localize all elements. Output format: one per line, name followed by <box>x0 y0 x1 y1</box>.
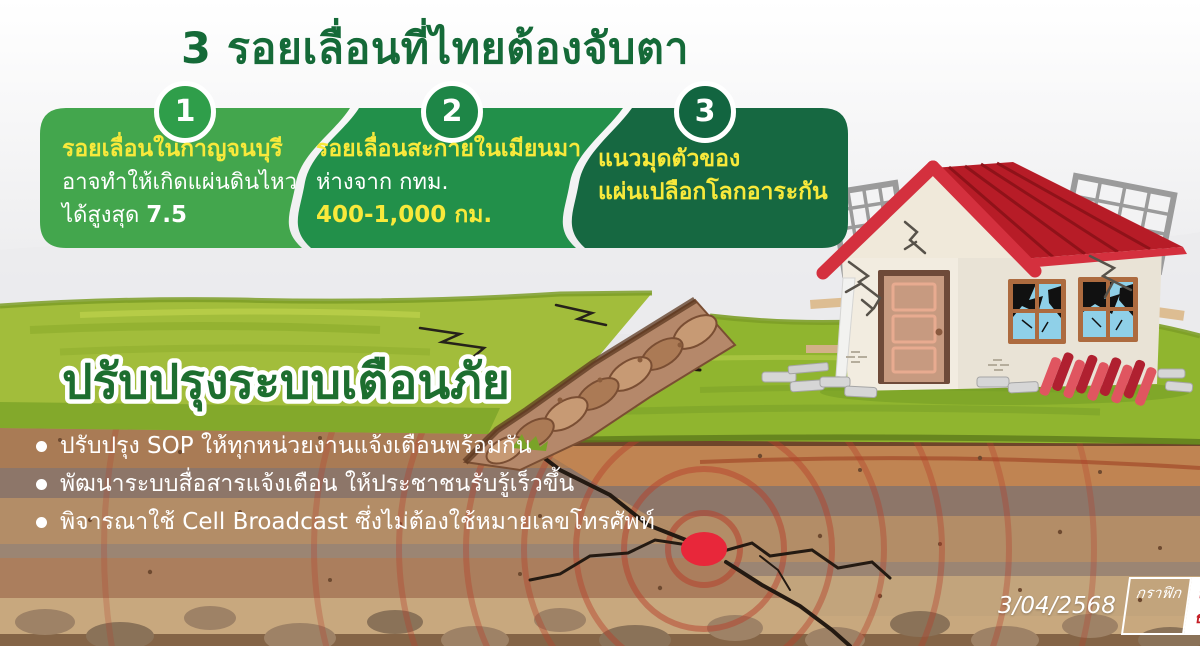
credit-label: กราฟิก <box>1120 577 1193 635</box>
card-1-body: อาจทำให้เกิดแผ่นดินไหว <box>62 170 298 195</box>
door-knob <box>935 328 943 336</box>
fault-scarp <box>462 297 737 472</box>
card-3-heading-2: แผ่นเปลือกโลกอาระกัน <box>598 179 828 205</box>
credit-footer: 3/04/2568 กราฟิก กรุงเทพธุรกิจ <box>998 577 1200 635</box>
card-1-number-badge: 1 <box>154 81 216 143</box>
publisher-logo: กราฟิก กรุงเทพธุรกิจ <box>1120 577 1200 635</box>
roof-gable-trim <box>816 160 1042 280</box>
bullet-dot <box>36 516 47 528</box>
bullet-3-text: พิจารณาใช้ Cell Broadcast ซึ่งไม่ต้องใช้… <box>60 509 655 535</box>
roof-right-slope <box>933 162 1183 259</box>
bullet-item-3: พิจารณาใช้ Cell Broadcast ซึ่งไม่ต้องใช้… <box>36 505 655 539</box>
roof-eave-trim <box>1020 247 1187 268</box>
bullet-item-1: ปรับปรุง SOP ให้ทุกหน่วยงานแจ้งเตือนพร้อ… <box>36 429 532 463</box>
grass-plateau <box>0 290 653 434</box>
damaged-house <box>761 160 1194 406</box>
epicenter-dot <box>681 532 727 566</box>
card-2-body: ห่างจาก กทม. <box>316 170 449 195</box>
page-title: 3 รอยเลื่อนที่ไทยต้องจับตา <box>180 24 690 74</box>
soil-layers <box>0 412 1200 646</box>
wall-brick-marks <box>846 351 1009 371</box>
card-1-magnitude: ได้สูงสุด 7.5 <box>62 202 187 228</box>
card-2-text: รอยเลื่อนสะกายในเมียนมา ห่างจาก กทม. 400… <box>316 133 582 232</box>
card-3-panel <box>571 108 848 248</box>
card-3-number-badge: 3 <box>674 81 736 143</box>
bullet-dot <box>36 478 47 490</box>
card-1-panel <box>40 108 350 248</box>
fence-rail <box>810 297 849 309</box>
surface-crack-left-2 <box>554 303 608 327</box>
rock-blobs <box>15 606 1200 646</box>
card-1-text: รอยเลื่อนในกาญจนบุรี อาจทำให้เกิดแผ่นดิน… <box>62 133 314 232</box>
card-1-heading: รอยเลื่อนในกาญจนบุรี <box>62 136 283 162</box>
card-3-text: แนวมุดตัวของ แผ่นเปลือกโลกอาระกัน <box>598 143 848 209</box>
house-gable <box>845 172 1020 258</box>
bullet-dot <box>36 440 47 452</box>
surface-crack-left <box>418 326 487 360</box>
wall-cracks <box>844 220 1133 317</box>
fault-cards-banner <box>40 108 848 248</box>
credit-date: 3/04/2568 <box>998 593 1116 619</box>
soil-speckles <box>58 436 1162 603</box>
bullet-item-2: พัฒนาระบบสื่อสารแจ้งเตือน ให้ประชาชนรับร… <box>36 467 574 501</box>
fence-rail-2 <box>806 345 840 353</box>
fallen-roof-sheet <box>1039 352 1157 406</box>
card-3-heading: แนวมุดตัวของ <box>598 146 741 172</box>
window-broken-1 <box>1008 279 1066 344</box>
grass-tuft <box>512 434 548 451</box>
card-2-distance: 400-1,000 กม. <box>316 202 493 228</box>
window-broken-2 <box>1078 277 1138 342</box>
section-heading: ปรับปรุงระบบเตือนภัย <box>62 354 510 412</box>
card-2-number-badge: 2 <box>421 81 483 143</box>
bullet-1-text: ปรับปรุง SOP ให้ทุกหน่วยงานแจ้งเตือนพร้อ… <box>60 433 532 459</box>
card-2-heading: รอยเลื่อนสะกายในเมียนมา <box>316 136 582 162</box>
card-2-panel <box>297 108 623 248</box>
fallen-bricks <box>761 362 1194 399</box>
bullet-2-text: พัฒนาระบบสื่อสารแจ้งเตือน ให้ประชาชนรับร… <box>60 471 575 497</box>
